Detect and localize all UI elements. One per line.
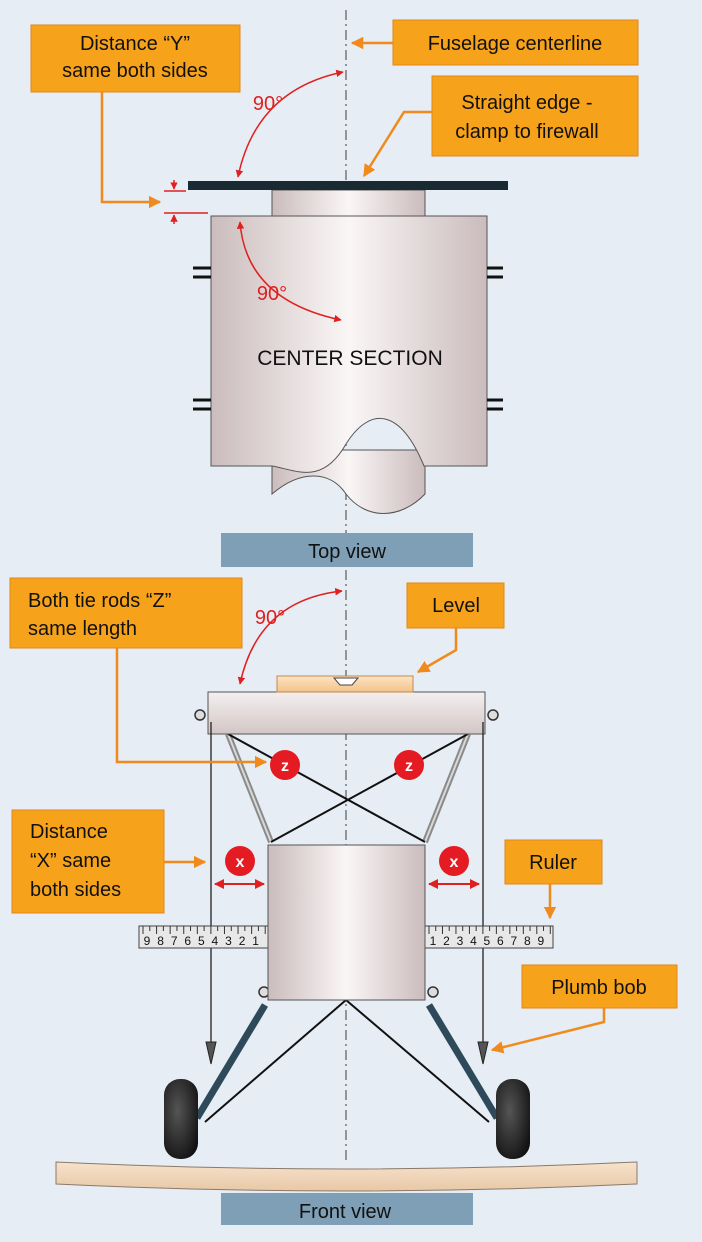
angle-label-front-upper: 90° — [255, 607, 285, 629]
leader-plumb-bob — [490, 1008, 606, 1054]
ruler-right-number: 3 — [457, 934, 464, 948]
callout-distance-x-line1: Distance — [30, 821, 108, 843]
plumb-lines — [205, 722, 489, 1065]
front-view-bar — [221, 1193, 473, 1225]
z-marker-left-label: z — [281, 758, 289, 775]
angle-label-top-upper: 90° — [253, 93, 283, 115]
fuselage-front — [267, 844, 426, 1001]
x-marker-right — [439, 846, 469, 876]
x-marker-right-label: x — [450, 854, 459, 871]
leader-level — [416, 628, 458, 674]
right-wing-fitting — [487, 709, 499, 721]
leader-tie-rods — [115, 648, 268, 769]
ruler-left-number: 6 — [184, 934, 191, 948]
z-marker-left — [270, 750, 300, 780]
ruler-left-number: 2 — [239, 934, 246, 948]
center-section-box — [210, 215, 488, 473]
z-marker-right-label: z — [405, 758, 413, 775]
callout-straight-edge-line1: Straight edge - — [461, 92, 592, 114]
x-marker-left — [225, 846, 255, 876]
ruler-right-number: 1 — [430, 934, 437, 948]
callout-distance-x — [11, 809, 165, 914]
tie-rods — [227, 733, 469, 843]
callout-ruler-text: Ruler — [529, 852, 577, 874]
angle-arc-top-upper — [235, 69, 344, 178]
straight-edge — [188, 181, 508, 190]
ground — [55, 1161, 638, 1192]
distance-y-marks — [164, 180, 208, 224]
angle-label-top-lower: 90° — [257, 283, 287, 305]
x-marker-left-label: x — [236, 854, 245, 871]
callout-tie-rods — [9, 577, 243, 649]
leader-distance-y — [100, 92, 162, 209]
landing-gear — [164, 986, 530, 1159]
upper-center-section — [207, 691, 486, 735]
angle-arc-front-upper — [237, 587, 343, 685]
ruler-right-number: 7 — [510, 934, 517, 948]
callout-straight-edge — [431, 75, 639, 157]
ruler-left-number: 8 — [157, 934, 164, 948]
ruler-right-number: 6 — [497, 934, 504, 948]
callout-tie-rods-line1: Both tie rods “Z” — [28, 590, 171, 612]
ruler-left-number: 4 — [212, 934, 219, 948]
leader-straight-edge — [362, 110, 432, 178]
ruler-right-number: 4 — [470, 934, 477, 948]
ruler-left-number: 7 — [171, 934, 178, 948]
ruler-left-number: 3 — [225, 934, 232, 948]
callout-distance-y — [30, 24, 241, 93]
ruler-left-number: 5 — [198, 934, 205, 948]
callout-ruler — [504, 839, 603, 885]
callout-distance-y-line2: same both sides — [62, 60, 208, 82]
angle-arc-top-lower — [236, 221, 342, 323]
wing-attach-fittings — [193, 266, 503, 411]
top-view-label: Top view — [308, 541, 386, 563]
ruler-left-number: 1 — [252, 934, 259, 948]
firewall-block — [271, 189, 426, 217]
callout-straight-edge-line2: clamp to firewall — [455, 121, 598, 143]
ruler-right-number: 5 — [484, 934, 491, 948]
ruler-right-number: 2 — [443, 934, 450, 948]
callout-level-text: Level — [432, 595, 480, 617]
top-view-bar — [221, 533, 473, 567]
center-section-label: CENTER SECTION — [257, 347, 443, 370]
callout-distance-x-line2: “X” same — [30, 850, 111, 872]
callout-level — [406, 582, 505, 629]
callout-plumb-bob — [521, 964, 678, 1009]
front-view-label: Front view — [299, 1201, 392, 1223]
left-wing-fitting — [194, 709, 206, 721]
callout-distance-x-line3: both sides — [30, 879, 121, 901]
z-marker-right — [394, 750, 424, 780]
plumb-bob-right — [477, 1041, 489, 1065]
plumb-bob-left — [205, 1041, 217, 1065]
cabane-struts — [225, 732, 471, 844]
callout-plumb-bob-text: Plumb bob — [551, 977, 647, 999]
ruler-right-number: 8 — [524, 934, 531, 948]
callout-fuselage-centerline-text: Fuselage centerline — [428, 33, 603, 55]
callout-tie-rods-line2: same length — [28, 618, 137, 640]
ruler-right-number: 9 — [537, 934, 544, 948]
ruler-left-number: 9 — [144, 934, 151, 948]
callout-distance-y-line1: Distance “Y” — [80, 33, 190, 55]
